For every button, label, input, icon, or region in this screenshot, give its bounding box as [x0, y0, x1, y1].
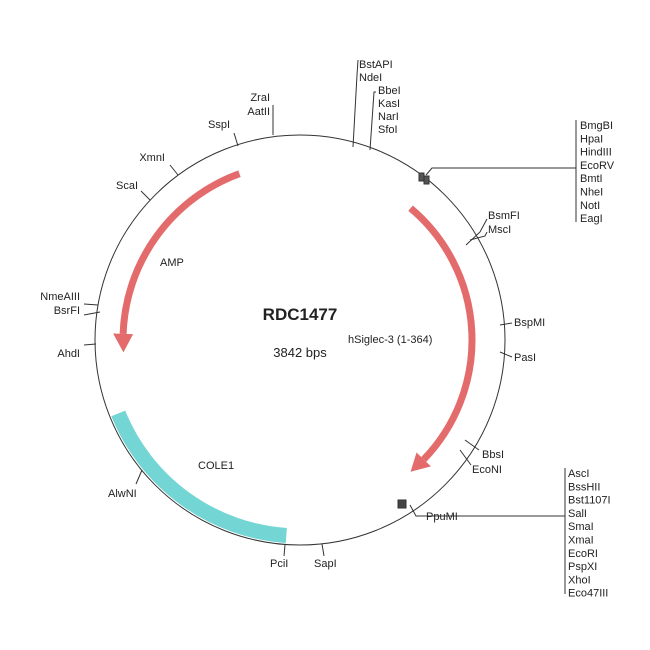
site-label: MscI	[488, 224, 511, 236]
insert-arrow	[408, 205, 476, 462]
site-label: BspMI	[514, 317, 545, 329]
site-label: HpaI	[580, 133, 603, 145]
site-label: SspI	[208, 119, 230, 131]
cole1-label: COLE1	[198, 460, 234, 472]
site-label: SapI	[314, 558, 337, 570]
site-label: AlwNI	[108, 488, 137, 500]
site-label: Eco47III	[568, 588, 608, 600]
site-label: EcoRV	[580, 160, 615, 172]
insert-label: hSiglec-3 (1-364)	[348, 334, 432, 346]
site-label: PasI	[514, 352, 536, 364]
site-label: EcoNI	[472, 464, 502, 476]
site-label: PpuMI	[426, 511, 458, 523]
site-label: SfoI	[378, 124, 398, 136]
site-label: AscI	[568, 468, 589, 480]
site-label: ScaI	[116, 180, 138, 192]
cole1-feature	[111, 410, 287, 544]
site-label: BmtI	[580, 173, 603, 185]
amp-arrow	[119, 170, 241, 334]
site-label: BstAPI	[359, 59, 393, 71]
plasmid-name: RDC1477	[263, 305, 338, 324]
site-label: ZraI	[250, 92, 270, 104]
site-label: SmaI	[568, 521, 594, 533]
site-label: KasI	[378, 98, 400, 110]
site-label: EagI	[580, 213, 603, 225]
site-label: BssHII	[568, 481, 600, 493]
site-label: BsmFI	[488, 210, 520, 222]
site-label: PciI	[270, 558, 288, 570]
site-label: NotI	[580, 200, 600, 212]
plasmid-size: 3842 bps	[273, 345, 327, 360]
site-label: EcoRI	[568, 548, 598, 560]
site-label: BbeI	[378, 85, 401, 97]
site-label: PspXI	[568, 561, 597, 573]
site-label: HindIII	[580, 147, 612, 159]
site-label: AatII	[247, 106, 270, 118]
insert-arrow-head	[410, 452, 431, 472]
site-label: NarI	[378, 111, 399, 123]
site-label: NmeAIII	[40, 291, 80, 303]
site-label: SalI	[568, 508, 587, 520]
site-lines	[83, 59, 577, 594]
site-label: Bst1107I	[568, 495, 611, 507]
site-label: NdeI	[359, 72, 382, 84]
site-label: XmaI	[568, 535, 594, 547]
backbone-circle	[94, 134, 506, 546]
site-label: BbsI	[482, 449, 504, 461]
site-label: BsrFI	[54, 305, 80, 317]
site-label: XmnI	[139, 152, 165, 164]
site-label: NheI	[580, 187, 603, 199]
amp-label: AMP	[160, 257, 184, 269]
site-label: BmgBI	[580, 120, 613, 132]
amp-arrow-head	[113, 333, 134, 353]
site-label: AhdI	[57, 348, 80, 360]
site-label: XhoI	[568, 574, 591, 586]
